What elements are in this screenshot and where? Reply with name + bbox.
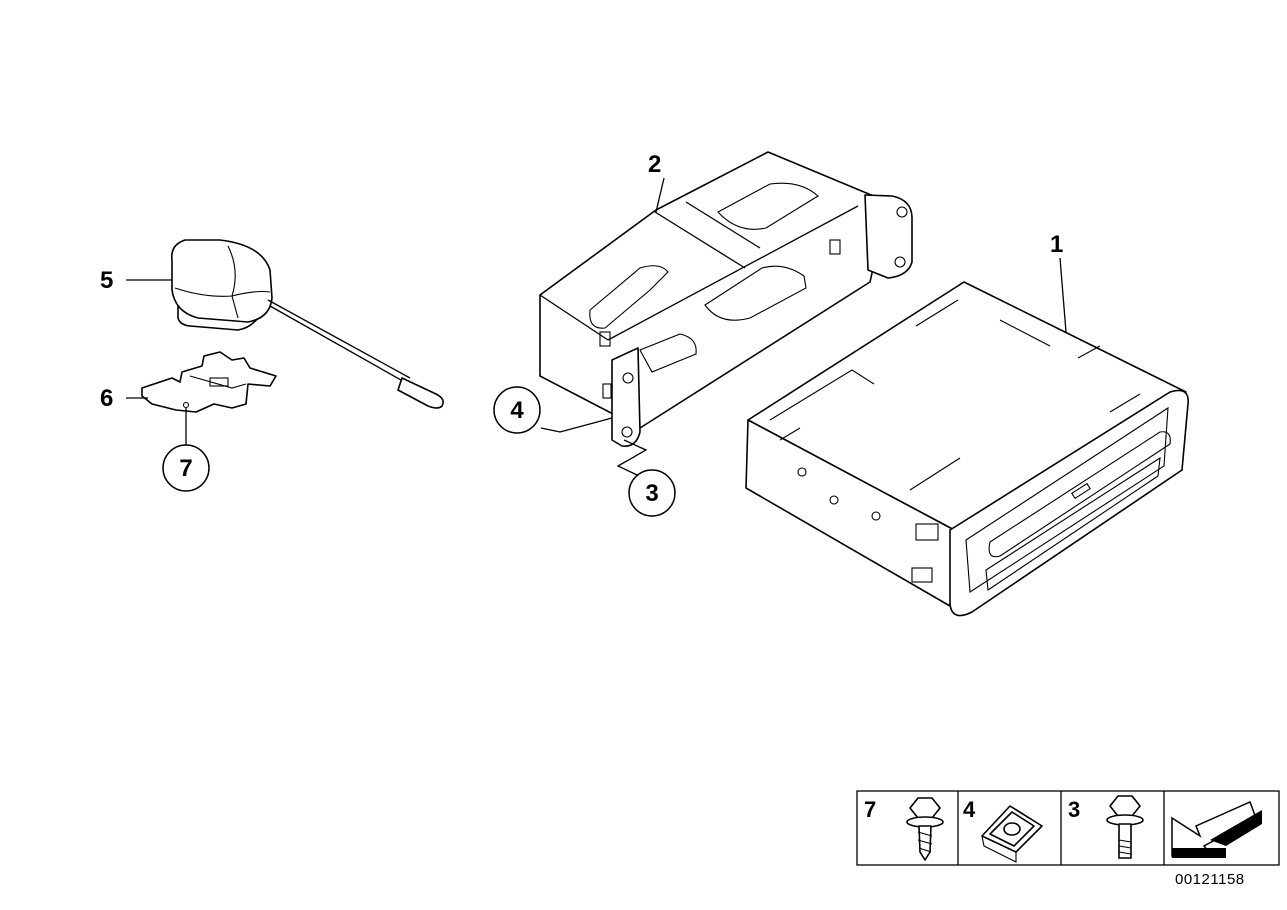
callout-2: 2 xyxy=(648,151,661,178)
callout-4: 4 xyxy=(493,386,541,434)
svg-text:2: 2 xyxy=(648,151,661,178)
svg-text:7: 7 xyxy=(179,455,192,482)
bracket-part-6[interactable] xyxy=(141,351,277,413)
clip-nut-icon xyxy=(981,805,1043,863)
svg-text:4: 4 xyxy=(963,797,976,822)
antenna-part-5[interactable] xyxy=(170,239,444,409)
installation-arrow-icon xyxy=(1171,800,1262,858)
callout-6: 6 xyxy=(100,385,113,412)
callout-5: 5 xyxy=(100,267,113,294)
svg-text:3: 3 xyxy=(1068,797,1080,822)
legend-item-7: 7 xyxy=(864,797,944,861)
mounting-bracket-part-2[interactable] xyxy=(539,151,913,448)
hex-bolt-icon xyxy=(1106,795,1144,859)
leader-lines xyxy=(126,177,1067,483)
svg-text:6: 6 xyxy=(100,385,113,412)
legend-item-arrow xyxy=(1171,800,1262,858)
document-id: 00121158 xyxy=(1175,871,1245,888)
callout-3: 3 xyxy=(628,469,676,517)
legend-item-3: 3 xyxy=(1068,795,1144,859)
fastener-legend: 7 4 3 xyxy=(856,790,1280,866)
callout-7: 7 xyxy=(162,444,210,492)
svg-text:3: 3 xyxy=(645,480,658,507)
svg-text:1: 1 xyxy=(1050,231,1063,258)
head-unit-part-1[interactable] xyxy=(745,281,1189,617)
svg-text:7: 7 xyxy=(864,797,876,822)
legend-item-4: 4 xyxy=(963,797,1043,863)
svg-text:4: 4 xyxy=(510,397,524,424)
callout-1: 1 xyxy=(1050,231,1063,258)
svg-text:5: 5 xyxy=(100,267,113,294)
self-tapping-screw-icon xyxy=(906,797,944,861)
